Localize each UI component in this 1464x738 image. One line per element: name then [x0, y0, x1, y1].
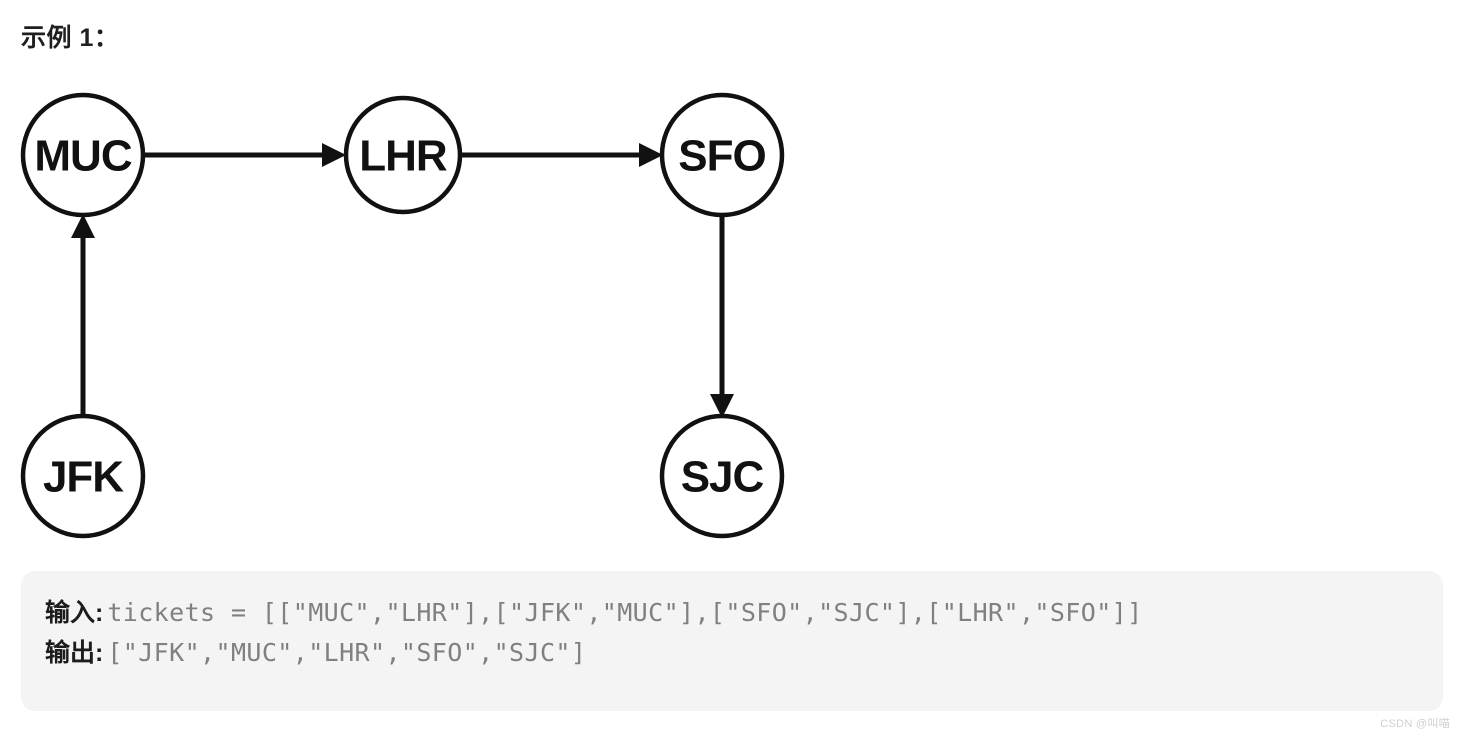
graph-node-lhr[interactable]: LHR [343, 95, 463, 215]
edge-jfk-muc [71, 214, 95, 416]
arrow-head-icon [322, 143, 346, 167]
arrow-head-icon [71, 214, 95, 238]
example-output-code: ["JFK","MUC","LHR","SFO","SJC"] [107, 638, 587, 667]
arrow-head-icon [639, 143, 663, 167]
arrow-head-icon [710, 394, 734, 418]
edge-lhr-sfo [460, 143, 663, 167]
watermark: CSDN @叫喵 [1380, 718, 1450, 730]
edge-sfo-sjc [710, 215, 734, 418]
graph-node-sfo[interactable]: SFO [659, 92, 785, 218]
edge-muc-lhr [143, 143, 346, 167]
example-io-block: 输入: tickets = [["MUC","LHR"],["JFK","MUC… [21, 571, 1443, 711]
graph-node-jfk[interactable]: JFK [20, 413, 146, 539]
graph-node-label: JFK [43, 453, 124, 502]
graph-node-sjc[interactable]: SJC [659, 413, 785, 539]
page-title: 示例 1： [21, 24, 120, 52]
example-output-row: 输出: ["JFK","MUC","LHR","SFO","SJC"] [45, 633, 1443, 673]
graph-node-label: LHR [359, 132, 447, 181]
graph-node-label: MUC [34, 132, 131, 181]
graph-node-label: SFO [678, 132, 765, 181]
example-input-code: tickets = [["MUC","LHR"],["JFK","MUC"],[… [107, 598, 1143, 627]
graph-node-muc[interactable]: MUC [20, 92, 146, 218]
example-input-label: 输入: [45, 599, 104, 627]
example-input-row: 输入: tickets = [["MUC","LHR"],["JFK","MUC… [45, 593, 1443, 633]
example-output-label: 输出: [45, 639, 104, 667]
itinerary-graph: MUC LHR SFO JFK SJC [0, 78, 840, 558]
graph-node-label: SJC [681, 453, 764, 502]
